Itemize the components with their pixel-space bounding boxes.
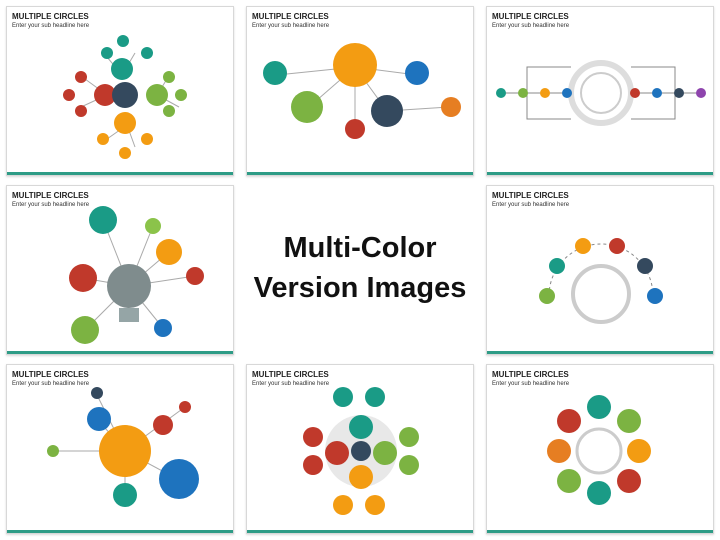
petal-diagram <box>303 387 419 515</box>
slide-subtitle: Enter your sub headline here <box>492 23 570 29</box>
slide-thumbnail-6[interactable]: MULTIPLE CIRCLES Enter your sub headline… <box>6 364 234 534</box>
caption-line-2: Version Images <box>253 272 467 304</box>
slide-footer-bar <box>7 172 233 175</box>
slide-subtitle: Enter your sub headline here <box>252 381 330 387</box>
hub-diagram-6 <box>47 387 199 507</box>
slide-footer-bar <box>487 172 713 175</box>
slide-thumbnail-2[interactable]: MULTIPLE CIRCLES Enter your sub headline… <box>246 6 474 176</box>
hub-diagram-3 <box>496 60 706 126</box>
slide-title: MULTIPLE CIRCLES <box>12 370 89 379</box>
slide-subtitle: Enter your sub headline here <box>12 381 90 387</box>
slide-subtitle: Enter your sub headline here <box>492 381 570 387</box>
slide-thumbnail-3[interactable]: MULTIPLE CIRCLES Enter your sub headline… <box>486 6 714 176</box>
slide-title: MULTIPLE CIRCLES <box>252 370 329 379</box>
slide-thumbnail-4[interactable]: MULTIPLE CIRCLES Enter your sub headline… <box>6 185 234 355</box>
bulb-diagram <box>69 206 204 344</box>
slide-thumbnail-8[interactable]: MULTIPLE CIRCLES Enter your sub headline… <box>486 364 714 534</box>
arc-diagram <box>539 238 663 324</box>
slide-subtitle: Enter your sub headline here <box>492 202 570 208</box>
slide-title: MULTIPLE CIRCLES <box>12 12 89 21</box>
slide-thumbnail-1[interactable]: MULTIPLE CIRCLES Enter your sub headline… <box>6 6 234 176</box>
ring-diagram <box>547 395 651 505</box>
slide-footer-bar <box>7 351 233 354</box>
slide-subtitle: Enter your sub headline here <box>252 23 330 29</box>
slide-subtitle: Enter your sub headline here <box>12 202 90 208</box>
hub-diagram-2 <box>263 43 461 139</box>
slide-footer-bar <box>7 530 233 533</box>
slide-footer-bar <box>487 351 713 354</box>
hub-diagram-1 <box>63 35 187 159</box>
slide-title: MULTIPLE CIRCLES <box>492 370 569 379</box>
caption-line-1: Multi-Color <box>283 232 437 264</box>
slide-thumbnail-5[interactable]: MULTIPLE CIRCLES Enter your sub headline… <box>486 185 714 355</box>
slide-thumbnail-7[interactable]: MULTIPLE CIRCLES Enter your sub headline… <box>246 364 474 534</box>
slide-subtitle: Enter your sub headline here <box>12 23 90 29</box>
slide-title: MULTIPLE CIRCLES <box>12 191 89 200</box>
slide-title: MULTIPLE CIRCLES <box>252 12 329 21</box>
slide-title: MULTIPLE CIRCLES <box>492 191 569 200</box>
slide-footer-bar <box>247 530 473 533</box>
slide-footer-bar <box>247 172 473 175</box>
slide-footer-bar <box>487 530 713 533</box>
slide-title: MULTIPLE CIRCLES <box>492 12 569 21</box>
caption: Multi-Color Version Images <box>240 228 480 308</box>
